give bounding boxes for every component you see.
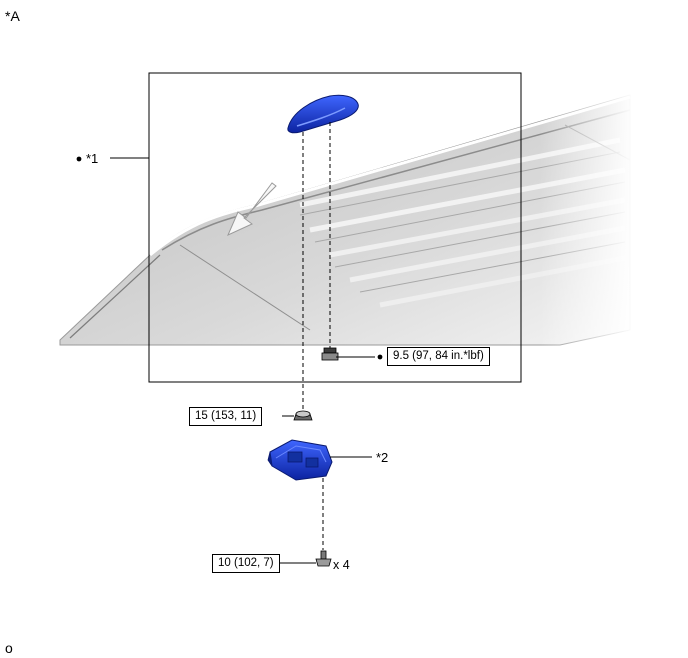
base-nut <box>293 410 313 421</box>
detail-frame <box>148 72 522 383</box>
torque-antenna-nut: 9.5 (97, 84 in.*lbf) <box>387 347 490 366</box>
bullet-dot-nut <box>377 354 383 360</box>
torque-base-nut: 15 (153, 11) <box>189 407 263 426</box>
install-guide-lines <box>302 122 331 550</box>
leader-lines <box>110 157 375 564</box>
antenna-cover <box>287 94 359 134</box>
bolt-quantity: x 4 <box>333 558 350 572</box>
torque-bolts: 10 (102, 7) <box>212 554 280 573</box>
antenna-nut <box>321 347 339 361</box>
callout-antenna-cover: *1 <box>86 151 99 166</box>
view-label: *A <box>5 8 20 24</box>
mounting-bolt <box>315 550 332 567</box>
antenna-unit <box>267 439 333 481</box>
illustration-code: o <box>5 640 13 656</box>
front-arrow-icon <box>227 182 277 236</box>
callout-antenna-unit: *2 <box>376 450 389 465</box>
bullet-dot-cover <box>76 156 82 162</box>
vehicle-roof <box>59 90 635 350</box>
